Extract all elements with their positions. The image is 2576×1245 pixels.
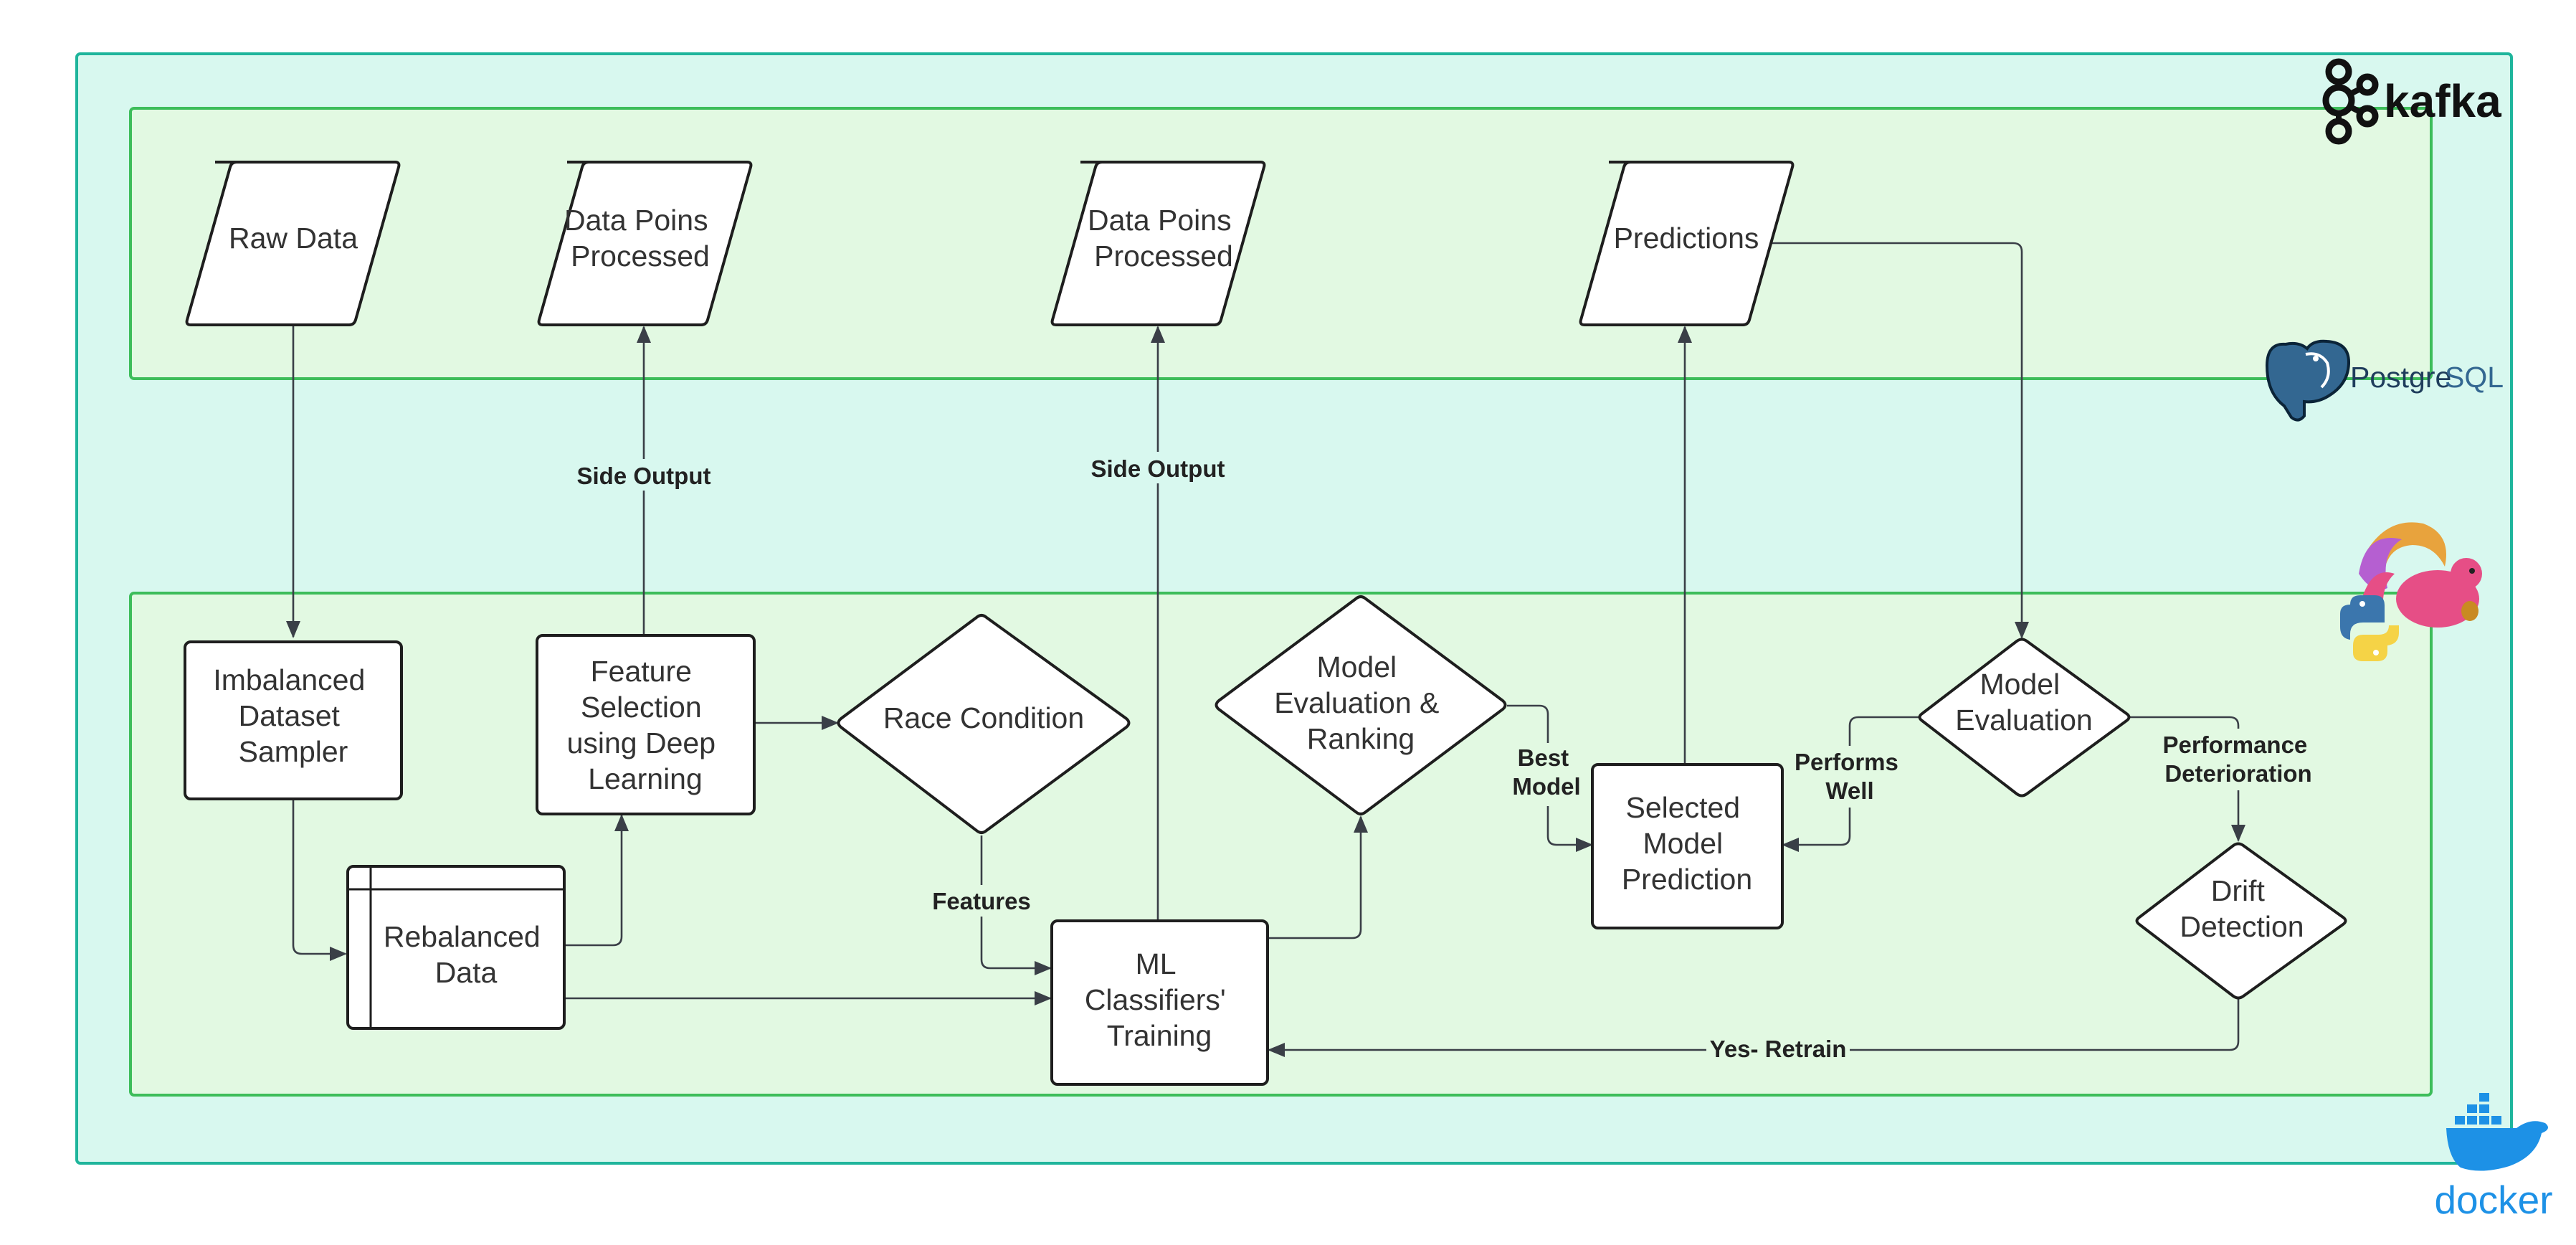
node-label-line: Ranking <box>1307 722 1415 755</box>
node-label-line: Classifiers' <box>1085 983 1226 1016</box>
node-label-line: Drift <box>2211 874 2266 907</box>
node-predictions: Predictions <box>1579 161 1795 326</box>
edge-label-line: Side Output <box>1091 455 1225 482</box>
edges <box>286 242 2245 1057</box>
edge-label-performs-well: Performs Well <box>1792 746 1907 808</box>
node-label: Imbalanced Dataset Sampler <box>213 663 373 768</box>
node-label-line: Selection <box>581 691 702 724</box>
edge-label-line: Deterioration <box>2164 760 2311 787</box>
node-selected-model-prediction: Selected Model Prediction <box>1591 763 1784 929</box>
node-label: Data Poins Processed <box>564 204 716 273</box>
edge-label-line: Best <box>1518 744 1569 771</box>
node-imbalanced-dataset-sampler: Imbalanced Dataset Sampler <box>184 640 403 800</box>
edge-label-features: Features <box>928 885 1035 917</box>
node-raw-data: Raw Data <box>185 161 401 326</box>
node-label: Drift Detection <box>2180 874 2304 943</box>
edge-predictions-to-evaluation <box>1771 242 2029 639</box>
node-label-line: Data <box>435 956 498 989</box>
node-label-line: Processed <box>1094 240 1233 273</box>
node-model-evaluation: Model Evaluation <box>1918 638 2131 797</box>
node-label-line: Race Condition <box>883 701 1084 734</box>
edge-rebalanced-to-feature <box>564 814 629 947</box>
node-label: Data Poins Processed <box>1088 204 1240 273</box>
node-label-line: Processed <box>571 240 710 273</box>
node-drift-detection: Drift Detection <box>2135 842 2347 1000</box>
svg-text:Side Output: Side Output <box>1091 455 1225 482</box>
edge-label-yes-retrain: Yes- Retrain <box>1706 1034 1850 1064</box>
edge-label-line: Yes- Retrain <box>1710 1036 1847 1062</box>
node-feature-selection: Feature Selection using Deep Learning <box>536 634 756 815</box>
node-label: Race Condition <box>883 701 1084 734</box>
node-label-line: Selected <box>1626 791 1741 824</box>
node-label-line: Data Poins <box>1088 204 1232 237</box>
node-label-line: Evaluation & <box>1274 686 1439 719</box>
postgres-wordmark-b: SQL <box>2445 361 2504 394</box>
node-label-line: Sampler <box>239 735 348 768</box>
node-label-line: Data Poins <box>564 204 708 237</box>
node-data-points-processed-1: Data Poins Processed <box>537 161 753 326</box>
node-label: Rebalanced Data <box>384 920 548 989</box>
kafka-topics-zone <box>129 107 2433 380</box>
node-label-line: Evaluation <box>1955 704 2092 737</box>
node-label-line: Model <box>1316 650 1397 683</box>
node-label-line: Model <box>1643 827 1723 860</box>
kafka-wordmark: kafka <box>2384 75 2501 127</box>
node-label-line: Rebalanced <box>384 920 541 953</box>
edge-label-line: Well <box>1825 777 1873 804</box>
edge-label-line: Features <box>932 888 1031 914</box>
node-label: Selected Model Prediction <box>1622 791 1752 896</box>
python-icon <box>2340 595 2399 661</box>
svg-text:Best Model: Best Model <box>1512 744 1580 800</box>
svg-text:Yes- Retrain: Yes- Retrain <box>1710 1036 1847 1062</box>
node-label: Predictions <box>1614 222 1759 255</box>
node-label: Model Evaluation & Ranking <box>1274 650 1448 755</box>
svg-text:Side Output: Side Output <box>577 463 711 489</box>
edge-drift-to-training <box>1268 999 2240 1057</box>
node-rebalanced-data: Rebalanced Data <box>346 865 566 1030</box>
node-label-line: Imbalanced <box>213 663 365 696</box>
node-race-condition: Race Condition <box>837 614 1131 834</box>
edge-label-side-output-1: Side Output <box>570 459 718 491</box>
node-label: Feature Selection using Deep Learning <box>567 655 724 795</box>
edge-label-best-model: Best Model <box>1506 743 1587 806</box>
docker-wordmark: docker <box>2434 1178 2552 1222</box>
node-label-line: Learning <box>588 762 703 795</box>
node-label-line: Feature <box>591 655 692 688</box>
node-label: Raw Data <box>229 222 358 255</box>
node-label-line: Raw Data <box>229 222 358 255</box>
node-label-line: Model <box>1979 668 2060 701</box>
flink-squirrel-icon <box>2359 522 2482 628</box>
node-data-points-processed-2: Data Poins Processed <box>1050 161 1266 326</box>
kafka-logo-icon: kafka <box>2322 58 2501 145</box>
postgresql-elephant-icon: Postgre SQL <box>2265 339 2504 422</box>
node-label-line: ML <box>1136 947 1176 980</box>
edge-training-to-modeleval <box>1268 815 1368 939</box>
edge-label-side-output-2: Side Output <box>1084 452 1232 483</box>
node-label-line: Dataset <box>239 699 341 732</box>
svg-text:Performance Deterioratio: Performance Deterioration <box>2163 732 2314 787</box>
svg-text:Features: Features <box>932 888 1031 914</box>
node-label-line: using Deep <box>567 726 716 759</box>
edge-label-line: Performance <box>2163 732 2308 758</box>
node-ml-classifiers-training: ML Classifiers' Training <box>1050 919 1269 1086</box>
node-label-line: Detection <box>2180 910 2304 943</box>
edge-race-to-training <box>980 835 1052 975</box>
edge-label-performance-deterioration: Performance Deterioration <box>2159 729 2317 790</box>
edge-label-line: Side Output <box>577 463 711 489</box>
postgres-wordmark-a: Postgre <box>2350 361 2451 394</box>
edge-evaluation-to-drift <box>2129 716 2245 842</box>
node-label-line: Prediction <box>1622 863 1752 896</box>
node-label: Model Evaluation <box>1955 668 2092 737</box>
edge-label-line: Model <box>1512 773 1580 800</box>
edge-sampler-to-rebalanced <box>292 800 347 961</box>
node-label-line: Predictions <box>1614 222 1759 255</box>
svg-text:Performs Well: Performs Well <box>1795 749 1905 804</box>
node-label-line: Training <box>1107 1019 1212 1052</box>
docker-whale-icon: docker <box>2434 1093 2553 1222</box>
node-model-evaluation-ranking: Model Evaluation & Ranking <box>1215 595 1507 815</box>
node-label: ML Classifiers' Training <box>1085 947 1234 1052</box>
edge-label-line: Performs <box>1795 749 1898 775</box>
